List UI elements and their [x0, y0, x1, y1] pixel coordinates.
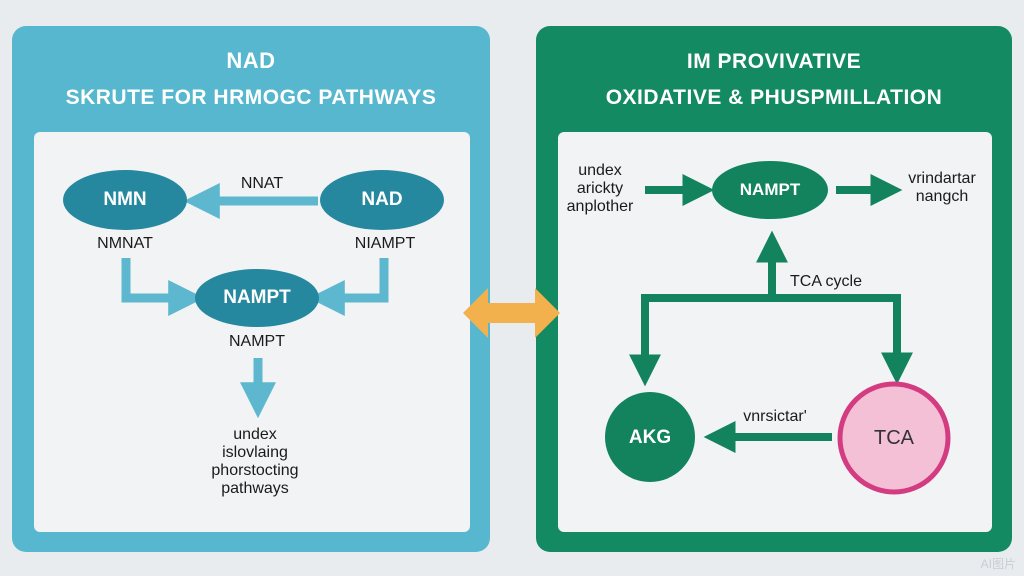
- label-right-text: vrindartar nangch: [908, 170, 976, 205]
- watermark: AI图片: [980, 557, 1016, 571]
- label-nmnat: NMNAT: [97, 235, 153, 252]
- arrow-nmn-to-nampt: [121, 258, 205, 316]
- node-nampt-right-label: NAMPT: [739, 180, 801, 199]
- label-niampt: NIAMPT: [354, 235, 416, 252]
- label-vnrsictar: vnrsictar': [743, 408, 807, 425]
- node-akg-label: AKG: [628, 427, 672, 448]
- node-nampt-right: [712, 161, 828, 219]
- node-akg: [605, 392, 695, 482]
- label-tca-cycle: TCA cycle: [789, 273, 862, 290]
- label-left-text: undex arickty anplother: [566, 162, 634, 215]
- label-nnat: NNAT: [240, 175, 284, 192]
- double-arrow-icon: [463, 288, 560, 338]
- label-nampt-below: NAMPT: [229, 333, 285, 350]
- node-nmn: [63, 170, 187, 230]
- node-nad-label: NAD: [361, 189, 403, 210]
- left-title-line1: NAD: [226, 48, 276, 73]
- node-tca-ring: [837, 381, 951, 495]
- node-nampt-left-label: NAMPT: [223, 287, 291, 308]
- right-title-line1: IM PROVIVATIVE: [686, 50, 862, 73]
- left-title-line2: SKRUTE FOR HRMOGC PATHWAYS: [65, 86, 437, 109]
- node-nad: [320, 170, 444, 230]
- right-title-line2: OXIDATIVE & PHUSPMILLATION: [605, 86, 943, 109]
- node-nmn-label: NMN: [103, 189, 147, 210]
- node-tca-label: TCA: [874, 427, 914, 449]
- node-nampt-left: [195, 269, 319, 327]
- label-bottom-text: undex islovlaing phorstocting pathways: [211, 426, 299, 497]
- arrow-branch-to-tca: [772, 294, 913, 385]
- arrow-nad-to-nampt: [308, 258, 389, 316]
- arrow-branch-to-akg: [629, 294, 772, 387]
